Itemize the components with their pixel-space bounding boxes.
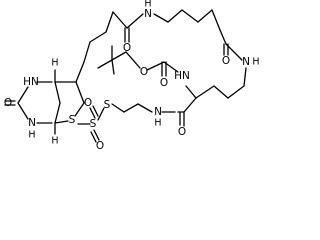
o-lysine-carbonyl: O (178, 126, 186, 138)
chemical-structure-diagram: O HN N H H H S O N H O N H O O HN N H O … (4, 0, 260, 152)
nh-biotin-bottom: N (28, 117, 36, 129)
s-thiophane: S (69, 114, 76, 126)
lysine-chain-bonds (183, 67, 247, 113)
o-biotin-urea: O (4, 97, 12, 109)
o-valeryl: O (123, 42, 131, 54)
o-boc-ester: O (140, 66, 148, 78)
nh-amide-lower: N (154, 106, 162, 118)
s-sulfonyl: S (90, 118, 97, 130)
nh-amide-top: N (144, 8, 152, 20)
h-amide-lower: H (154, 118, 161, 129)
h-stereo-top: H (51, 58, 58, 69)
nh-biotin-top: HN (23, 76, 39, 88)
o-boc-carbonyl: O (160, 77, 168, 89)
o-sulfonyl-bottom: O (96, 140, 104, 152)
valeryl-chain-bonds (75, 11, 144, 83)
nh-linker: N (242, 56, 250, 68)
o-sulfonyl-top: O (84, 97, 92, 109)
h-biotin-bottom: H (28, 130, 35, 141)
h-linker: H (252, 57, 259, 68)
linker-chain-bonds (153, 9, 243, 61)
atom-labels: O HN N H H H S O N H O N H O O HN N H O … (4, 0, 260, 152)
biotin-core-bonds (4, 69, 85, 135)
s-thioether: S (104, 99, 111, 111)
boc-group-bonds (97, 45, 179, 77)
nh-boc: HN (174, 70, 190, 82)
h-amide-top: H (144, 0, 151, 10)
h-stereo-bottom: H (51, 136, 58, 147)
lower-chain-bonds (77, 103, 185, 143)
o-linker: O (222, 55, 230, 67)
